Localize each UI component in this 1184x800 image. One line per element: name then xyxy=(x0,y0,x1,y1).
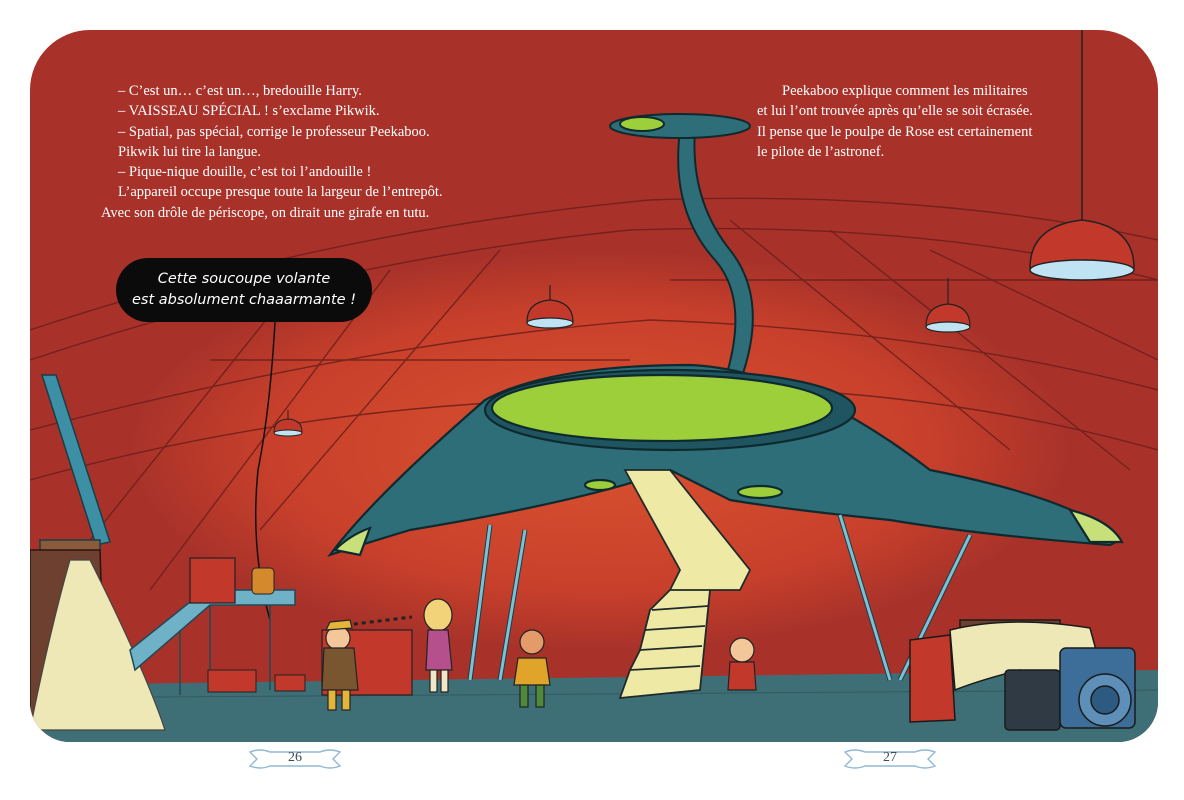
paragraph: – VAISSEAU SPÉCIAL ! s’exclame Pikwik. xyxy=(118,103,380,120)
lamp-left xyxy=(273,410,303,437)
left-page-text: – C’est un… c’est un…, bredouille Harry.… xyxy=(101,81,471,223)
ribbon-icon xyxy=(248,749,342,769)
paragraph: – C’est un… c’est un…, bredouille Harry. xyxy=(118,83,362,99)
lamp-right xyxy=(925,278,971,333)
paragraph: Avec son drôle de périscope, on dirait u… xyxy=(101,204,430,221)
page-number-right: 27 xyxy=(840,746,940,772)
lamp-large xyxy=(1029,30,1135,281)
red-door xyxy=(189,557,236,604)
paragraph: – Spatial, pas spécial, corrige le profe… xyxy=(118,123,430,140)
paragraph: L’appareil occupe presque toute la large… xyxy=(118,184,443,201)
paragraph: Pikwik lui tire la langue. xyxy=(118,143,261,160)
page-number-left: 26 xyxy=(245,746,345,772)
page-number: 26 xyxy=(288,750,302,765)
floor xyxy=(30,670,1158,742)
page-number: 27 xyxy=(883,750,897,765)
lamp-mid xyxy=(526,285,574,329)
character-peekaboo xyxy=(513,629,551,708)
speech-line: Cette soucoupe volante xyxy=(157,271,331,287)
text-line: Il pense que le poulpe de Rose est certa… xyxy=(757,123,1033,140)
crates-left xyxy=(207,669,257,693)
ship-periscope xyxy=(609,113,754,384)
text-line: le pilote de l’astronef. xyxy=(757,143,885,160)
ship-body xyxy=(327,363,1124,558)
ribbon-icon xyxy=(843,749,937,769)
speech-bubble: Cette soucoupe volante est absolument ch… xyxy=(116,258,372,322)
character-rose xyxy=(423,598,453,693)
robot xyxy=(251,567,275,595)
text-line: et lui l’ont trouvée après qu’elle se so… xyxy=(757,103,1033,120)
hangar-illustration xyxy=(30,30,1158,742)
illustrated-spread: – C’est un… c’est un…, bredouille Harry.… xyxy=(30,30,1158,742)
paragraph: Peekaboo explique comment les militaires xyxy=(782,83,1028,99)
right-page-text: Peekaboo explique comment les militaires… xyxy=(757,81,1077,162)
paragraph: – Pique-nique douille, c’est toi l’andou… xyxy=(118,164,372,181)
crane xyxy=(39,374,111,561)
tarp-left xyxy=(30,559,166,731)
character-pikwik xyxy=(727,637,757,691)
character-harry xyxy=(321,619,359,711)
props-right xyxy=(909,619,1136,731)
speech-line: est absolument chaaarmante ! xyxy=(131,292,357,308)
ship-stairs xyxy=(618,469,752,700)
